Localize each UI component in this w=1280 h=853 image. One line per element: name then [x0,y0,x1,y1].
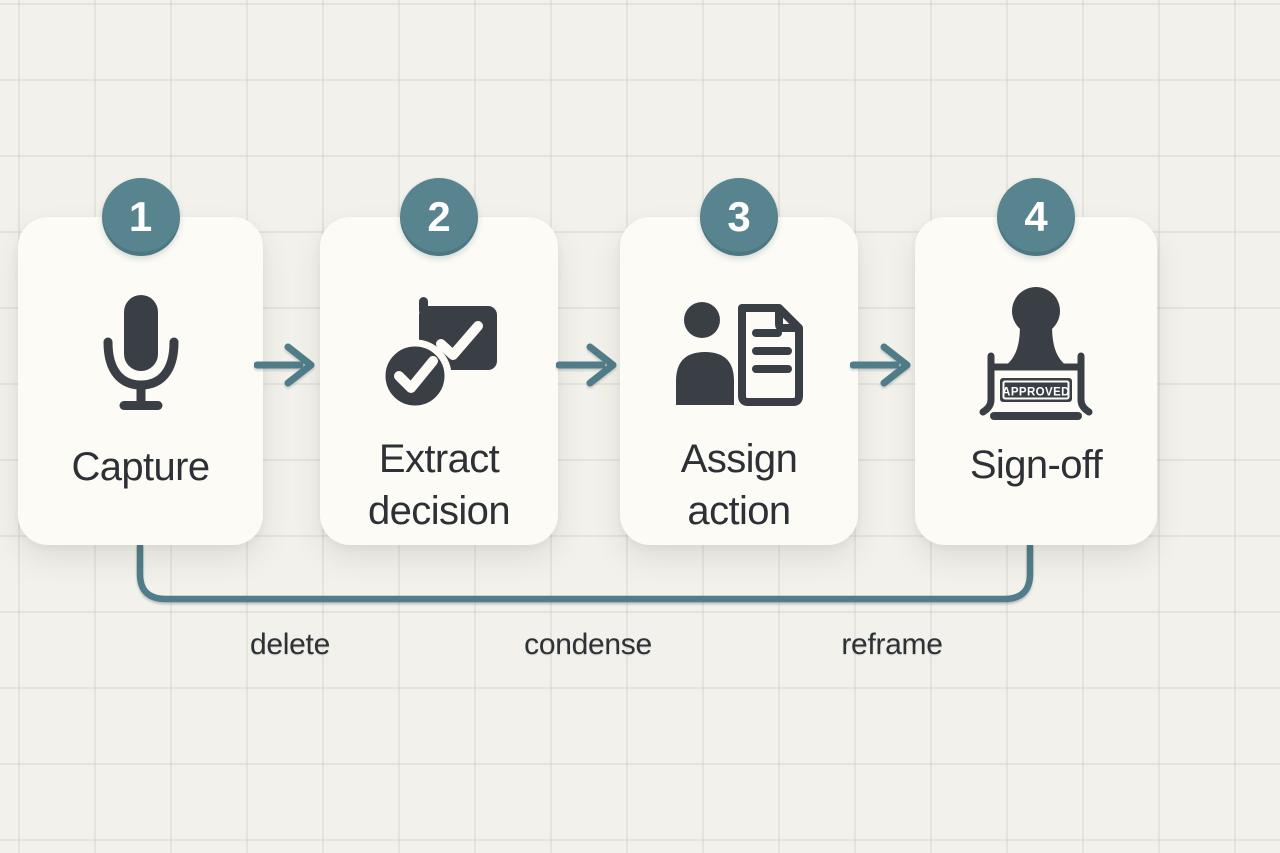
microphone-icon [103,283,179,423]
step-number: 3 [727,193,751,240]
step-number-badge: 1 [101,178,180,256]
step-number-badge: 4 [997,178,1075,256]
step-number: 1 [128,193,153,240]
step-number: 4 [1024,193,1048,240]
forward-arrow-icon [556,342,620,388]
person-document-icon [674,283,804,423]
step-card-assign-action: 3 Assign action [620,178,858,545]
step-label: Capture [71,445,210,489]
step-label: Extract decision [368,437,511,533]
feedback-label-condense: condense [524,628,652,661]
step-number-badge: 2 [400,178,478,256]
feedback-label-delete: delete [250,628,330,661]
step-label: Assign action [680,437,798,533]
step-number: 2 [427,193,451,240]
step-number-badge: 3 [700,178,778,256]
step-card-capture: 1 Capture [18,178,263,545]
step-label: Sign-off [969,443,1103,487]
approval-stamp-icon: APPROVED [976,283,1096,423]
decision-checks-icon [381,283,497,423]
feedback-label-reframe: reframe [841,628,943,661]
step-card-sign-off: 4 APPROVED Sign-off [915,178,1157,545]
forward-arrow-icon [254,342,318,388]
stamp-text: APPROVED [1002,387,1070,399]
forward-arrow-icon [850,342,914,388]
step-card-extract-decision: 2 Extract decision [320,178,558,545]
